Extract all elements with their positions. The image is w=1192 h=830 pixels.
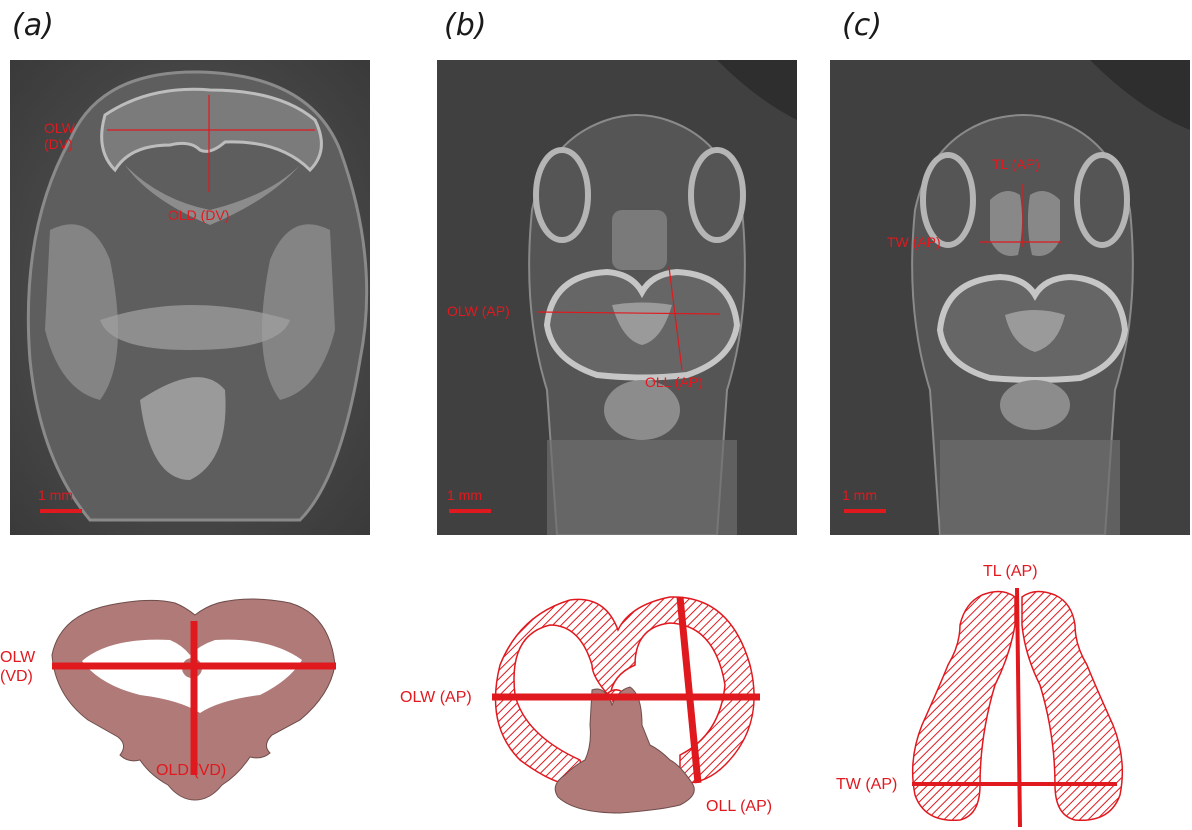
scale-bar-a	[40, 509, 82, 513]
diagram-oll-ap-label: OLL (AP)	[706, 797, 772, 816]
scale-label-b: 1 mm	[447, 487, 482, 503]
panel-b-letter: (b)	[444, 8, 486, 43]
diagram-olw-vd-label: OLW (VD)	[0, 648, 35, 686]
diagram-olw-ap-label: OLW (AP)	[400, 688, 472, 707]
diagram-tw-ap-label: TW (AP)	[836, 775, 897, 794]
old-dv-label: OLD (DV)	[168, 207, 229, 223]
panel-b-diagram	[380, 585, 800, 830]
scale-label-a: 1 mm	[38, 487, 73, 503]
olw-ap-label: OLW (AP)	[447, 303, 510, 319]
olw-dv-text: OLW (DV)	[44, 120, 75, 152]
tw-ap-label: TW (AP)	[887, 234, 941, 250]
panel-a-scan-image: OLW (DV) OLD (DV) 1 mm	[10, 60, 370, 535]
oll-ap-label: OLL (AP)	[645, 374, 703, 390]
scale-label-c: 1 mm	[842, 487, 877, 503]
panel-c-letter: (c)	[842, 8, 882, 43]
diagram-olw-vd-text: OLW (VD)	[0, 649, 35, 685]
panel-b-scan-image: OLW (AP) OLL (AP) 1 mm	[437, 60, 797, 535]
olw-dv-label: OLW (DV)	[44, 120, 75, 152]
scale-bar-c	[844, 509, 886, 513]
panel-a-letter: (a)	[12, 8, 54, 43]
panel-a-diagram	[0, 585, 360, 830]
tl-ap-label: TL (AP)	[992, 156, 1040, 172]
scale-bar-b	[449, 509, 491, 513]
diagram-old-vd-label: OLD (VD)	[156, 761, 226, 780]
diagram-tl-ap-label: TL (AP)	[983, 562, 1038, 581]
panel-c-scan-image: TL (AP) TW (AP) 1 mm	[830, 60, 1190, 535]
